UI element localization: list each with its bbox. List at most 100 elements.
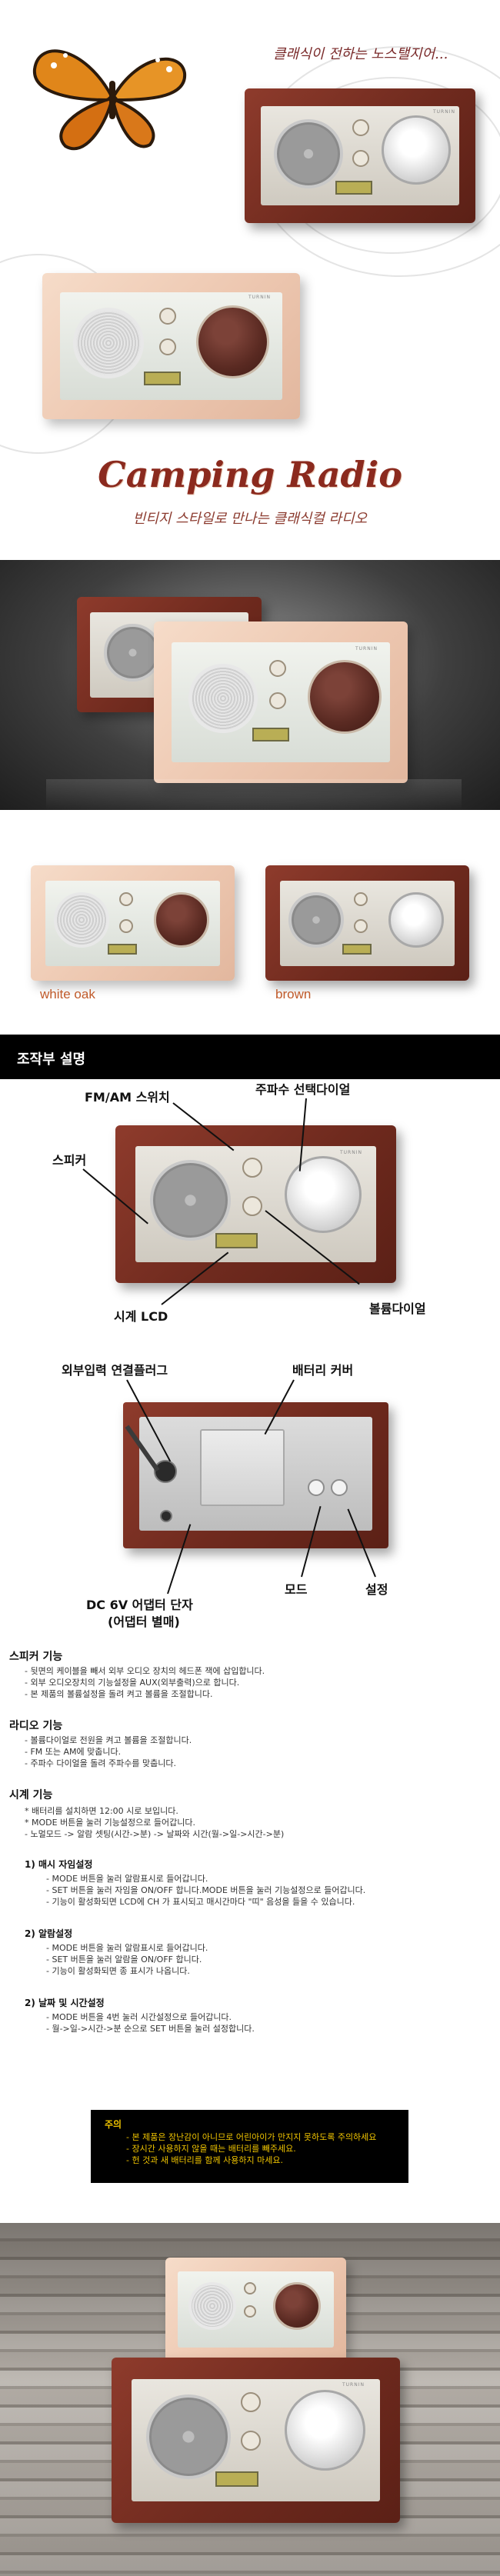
callout-dc-jack: DC 6V 어댑터 단자	[86, 1598, 193, 1612]
frequency-dial	[285, 1156, 362, 1233]
manual-sleep-lines: - MODE 버튼을 눌러 알람표시로 들어갑니다. - SET 버튼을 눌러 …	[46, 1873, 365, 1908]
radio-brand: TURNIN	[340, 1150, 362, 1155]
callout-fm-am-switch: FM/AM 스위치	[85, 1090, 170, 1105]
manual-line: - MODE 버튼을 눌러 알람표시로 들어갑니다.	[46, 1943, 208, 1953]
clock-lcd	[215, 1233, 258, 1248]
manual-line: - 기능이 활성화되면 LCD에 CH 가 표시되고 매시간마다 "띠" 음성을…	[46, 1897, 355, 1907]
clock-lcd	[252, 728, 289, 741]
manual-line: - 기능이 활성화되면 종 표시가 나옵니다.	[46, 1966, 190, 1976]
volume-knob	[244, 2305, 256, 2318]
manual-alarm-lines: - MODE 버튼을 눌러 알람표시로 들어갑니다. - SET 버튼을 눌러 …	[46, 1942, 208, 1977]
callout-speaker: 스피커	[52, 1153, 87, 1168]
callout-mode: 모드	[285, 1582, 308, 1597]
volume-knob	[354, 919, 368, 933]
frequency-dial	[273, 2282, 321, 2330]
manual-line: - 주파수 다이얼을 돌려 주파수를 맞춥니다.	[25, 1758, 176, 1768]
volume-knob	[352, 150, 369, 167]
manual-line: - SET 버튼을 눌러 알람을 ON/OFF 합니다.	[46, 1954, 202, 1964]
frequency-dial	[388, 892, 444, 948]
hero-tagline: 클래식이 전하는 노스탤지어...	[273, 46, 448, 62]
radio-speaker	[274, 119, 343, 188]
manual-line: - 외부 오디오장치의 기능설정을 AUX(외부출력)으로 합니다.	[25, 1678, 240, 1688]
volume-knob	[241, 2431, 261, 2451]
fm-am-knob	[159, 308, 176, 325]
radio-brown-photo: TURNIN	[112, 2358, 400, 2523]
controls-header-title: 조작부 설명	[17, 1051, 86, 1068]
manual-line: - SET 버튼을 눌러 자임을 ON/OFF 합니다.MODE 버튼을 눌러 …	[46, 1885, 366, 1895]
radio-speaker	[188, 2282, 236, 2330]
color-variants-section: white oak brown	[0, 831, 500, 1031]
radio-brand: TURNIN	[433, 109, 455, 115]
manual-datetime-lines: - MODE 버튼을 4번 눌러 시간설정으로 들어갑니다. - 월->일->시…	[46, 2011, 255, 2034]
floor-reflection	[46, 779, 462, 810]
clock-lcd	[215, 2471, 258, 2487]
aux-jack	[154, 1460, 177, 1483]
manual-line: - 월->일->시간->분 순으로 SET 버튼을 눌러 설정합니다.	[46, 2024, 255, 2034]
radio-speaker	[104, 624, 162, 681]
manual-line: * 배터리를 설치하면 12:00 시로 보입니다.	[25, 1806, 178, 1816]
variant-label-white-oak: white oak	[40, 987, 95, 1001]
controls-section: TURNIN FM/AM 스위치 주파수 선택다이얼 스피커 시계 LCD 볼륨…	[0, 1079, 500, 2187]
stairs-photo-section: TURNIN	[0, 2223, 500, 2576]
manual-line: - 본 제품의 볼륨설정을 돌려 켜고 볼륨을 조절합니다.	[25, 1689, 213, 1699]
radio-brand: TURNIN	[248, 295, 271, 300]
frequency-dial	[308, 660, 382, 734]
fm-am-knob	[119, 892, 133, 906]
manual-line: - 노멀모드 -> 알람 셋팅(시간->분) -> 날짜와 시간(월->일->시…	[25, 1829, 285, 1839]
frequency-dial	[154, 892, 209, 948]
frequency-dial	[285, 2390, 365, 2471]
manual-line: - 뒷면의 케이블을 빼서 외부 오디오 장치의 헤드폰 잭에 삽입합니다.	[25, 1666, 265, 1676]
radio-brown-photo: TURNIN	[245, 88, 475, 223]
clock-lcd	[144, 372, 181, 385]
manual-sleep-title: 1) 매시 자임설정	[25, 1859, 93, 1870]
manual-clock-title: 시계 기능	[9, 1789, 53, 1801]
caution-line: - 장시간 사용하지 않을 때는 배터리를 빼주세요.	[126, 2144, 296, 2154]
volume-knob	[269, 692, 286, 709]
variant-label-brown: brown	[275, 987, 312, 1001]
radio-back-diagram	[123, 1402, 388, 1548]
clock-lcd	[335, 181, 372, 195]
manual-speaker-lines: - 뒷면의 케이블을 빼서 외부 오디오 장치의 헤드폰 잭에 삽입합니다. -…	[25, 1665, 265, 1700]
radio-speaker	[73, 308, 144, 378]
volume-knob	[119, 919, 133, 933]
manual-datetime-title: 2) 날짜 및 시간설정	[25, 1998, 105, 2008]
battery-cover	[200, 1429, 285, 1506]
product-title: Camping Radio	[98, 454, 402, 495]
callout-clock-lcd: 시계 LCD	[114, 1309, 168, 1324]
manual-text: 스피커 기능 - 뒷면의 케이블을 빼서 외부 오디오 장치의 헤드폰 잭에 삽…	[0, 1648, 500, 2110]
radio-speaker	[150, 1160, 231, 1241]
callout-dc-jack-note: (어댑터 별매)	[108, 1615, 180, 1629]
manual-radio-lines: - 볼륨다이얼로 전원을 켜고 볼륨을 조절합니다. - FM 또는 AM에 맞…	[25, 1735, 192, 1769]
radio-oak-photo: TURNIN	[154, 622, 408, 783]
caution-line: - 헌 것과 새 배터리를 함께 사용하지 마세요.	[126, 2155, 283, 2165]
manual-radio-title: 라디오 기능	[9, 1720, 63, 1732]
variant-white-oak	[31, 865, 235, 981]
variant-brown	[265, 865, 469, 981]
radio-oak-photo: TURNIN	[42, 273, 300, 419]
manual-line: * MODE 버튼을 눌러 기능설정으로 들어갑니다.	[25, 1818, 195, 1828]
caution-line: - 본 제품은 장난감이 아니므로 어린아이가 만지지 못하도록 주의하세요	[126, 2132, 377, 2142]
fm-am-knob	[354, 892, 368, 906]
radio-brand: TURNIN	[355, 646, 378, 651]
caution-box: 주의 - 본 제품은 장난감이 아니므로 어린아이가 만지지 못하도록 주의하세…	[91, 2110, 408, 2183]
fm-am-knob	[352, 119, 369, 136]
hero-section: 클래식이 전하는 노스탤지어... TURNIN TURNIN Camping …	[0, 0, 500, 554]
dark-photo-section: TURNIN	[0, 560, 500, 810]
radio-speaker	[54, 892, 109, 948]
caution-lines: - 본 제품은 장난감이 아니므로 어린아이가 만지지 못하도록 주의하세요 -…	[126, 2131, 376, 2166]
callout-battery-cover: 배터리 커버	[292, 1363, 354, 1378]
butterfly-icon	[32, 49, 187, 151]
radio-brand: TURNIN	[342, 2382, 365, 2388]
callout-frequency-dial: 주파수 선택다이얼	[255, 1082, 351, 1097]
callout-volume-dial: 볼륨다이얼	[369, 1301, 426, 1316]
dc-jack	[160, 1510, 172, 1522]
frequency-dial	[382, 115, 451, 185]
product-subtitle: 빈티지 스타일로 만나는 클래식컬 라디오	[132, 511, 368, 527]
manual-line: - FM 또는 AM에 맞춥니다.	[25, 1747, 122, 1757]
manual-alarm-title: 2) 알람설정	[25, 1928, 73, 1939]
controls-header-bar: 조작부 설명	[0, 1035, 500, 1079]
radio-speaker	[288, 892, 344, 948]
caution-title: 주의	[105, 2119, 122, 2130]
callout-set: 설정	[365, 1582, 388, 1597]
